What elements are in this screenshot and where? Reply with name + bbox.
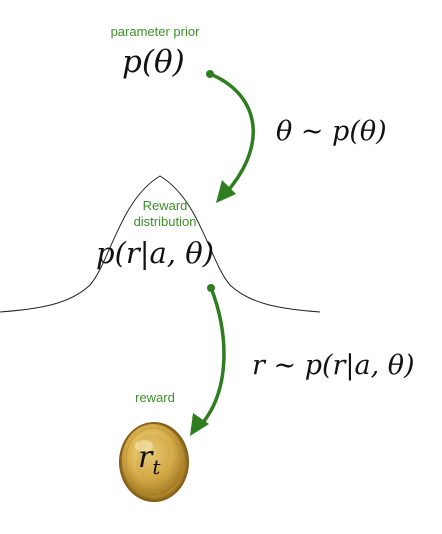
arrow-tail-dot xyxy=(206,70,214,78)
theta-sampling-formula: θ ∼ p(θ) xyxy=(276,116,387,147)
sampling-arrow-theta xyxy=(208,72,255,195)
reward-symbol-letter: r xyxy=(138,440,153,475)
reward-distribution-formula: p(r|a, θ) xyxy=(96,236,215,270)
arrow-head-icon xyxy=(190,413,209,436)
arrow-head-icon xyxy=(216,180,236,203)
sampling-arrow-reward xyxy=(198,286,226,428)
reward-symbol: rt xyxy=(138,440,160,479)
reward-symbol-subscript: t xyxy=(152,455,161,479)
reward-distribution-caption-line2: distribution xyxy=(133,214,197,229)
prior-caption: parameter prior xyxy=(110,24,200,39)
prior-formula: p(θ) xyxy=(122,44,185,80)
gold-coin-icon xyxy=(119,422,189,502)
arrow-tail-dot xyxy=(207,284,215,292)
reward-sampling-formula: r ∼ p(r|a, θ) xyxy=(252,350,415,381)
reward-distribution-caption-line1: Reward xyxy=(142,198,188,213)
reward-distribution-curve xyxy=(0,175,321,313)
reward-caption: reward xyxy=(135,390,175,405)
